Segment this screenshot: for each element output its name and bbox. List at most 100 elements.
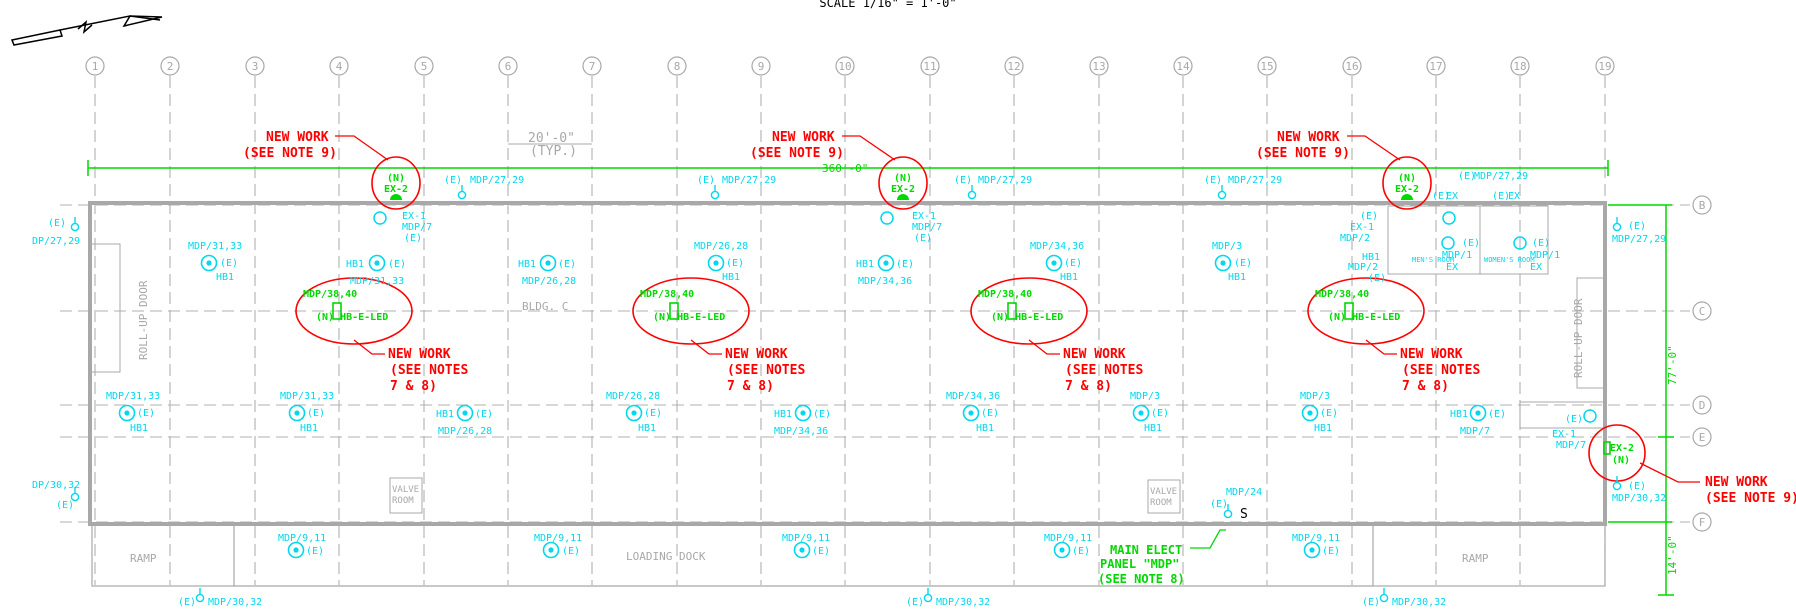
north-arrow-icon [10, 15, 163, 46]
label-mdp: MDP/34,36 [774, 426, 828, 437]
label-e: (E) [954, 175, 972, 186]
new-work-note: NEW WORK [725, 347, 788, 362]
valve-room-label-3: VALVE [1150, 487, 1177, 497]
see-note-9: (SEE NOTE 9) [750, 146, 844, 161]
label-e: (E) [48, 218, 66, 229]
label-mdp: MDP/7 [1460, 426, 1490, 437]
label-e: (E) [307, 408, 325, 419]
label-e: (E) [1532, 238, 1550, 249]
new-ex2-n: (N) [894, 173, 912, 184]
roll-up-door-labels: ROLL-UP DOOR ROLL-UP DOOR [137, 280, 1585, 378]
label-e: (E) [388, 259, 406, 270]
label-e: (E) [444, 175, 462, 186]
switch-label: S [1240, 507, 1248, 522]
svg-text:17: 17 [1429, 60, 1442, 73]
new-work-note: NEW WORK [1705, 475, 1768, 490]
label-hb1: HB1 [1450, 409, 1468, 420]
label-e: (E) [404, 233, 422, 244]
label-ex: EX [1446, 262, 1458, 273]
svg-text:8: 8 [674, 60, 681, 73]
label-e: (E) [178, 597, 196, 608]
label-e: (E) [644, 408, 662, 419]
label-mdp: MDP/1 [1530, 250, 1560, 261]
label-mdp: MDP/27,29 [470, 175, 524, 186]
ramp-label-left: RAMP [130, 552, 157, 565]
cloud-hb-e-led: (N) HB-E-LED [991, 312, 1063, 323]
label-mdp: MDP/34,36 [1030, 241, 1084, 252]
cloud-mdp-3840: MDP/38,40 [640, 289, 694, 300]
label-mdp: MDP/26,28 [606, 391, 660, 402]
svg-text:2: 2 [167, 60, 174, 73]
building-walls [88, 201, 1607, 587]
main-elect-panel-label: MAIN ELECT [1110, 543, 1182, 557]
new-ex2-label: EX-2 [891, 184, 915, 195]
overall-dimension-text: 360'-0" [822, 162, 868, 175]
label-e: (E) [1565, 414, 1583, 425]
label-e: (E) [697, 175, 715, 186]
label-hb1: HB1 [638, 423, 656, 434]
label-mdp: MDP/9,11 [1292, 533, 1340, 544]
label-e: (E) [1064, 258, 1082, 269]
label-e: (E) [1492, 191, 1510, 202]
label-ex: EX [1530, 262, 1542, 273]
label-e: (E) [1628, 481, 1646, 492]
label-ex1: EX-1 [402, 211, 426, 222]
new-work-note: NEW WORK [1063, 347, 1126, 362]
label-hb1: HB1 [346, 259, 364, 270]
label-e: (E) [1151, 408, 1169, 419]
label-e: (E) [1234, 258, 1252, 269]
label-mdp: MDP/9,11 [534, 533, 582, 544]
label-ex1: EX-1 [912, 211, 936, 222]
bay-dimension: 20'-0" [528, 131, 575, 146]
label-dp: DP/27,29 [32, 236, 80, 247]
label-hb1: HB1 [1228, 272, 1246, 283]
valve-room-label-1: VALVE [392, 485, 419, 495]
bldg-label: BLDG. C [522, 300, 568, 313]
loading-dock-label: LOADING DOCK [626, 550, 706, 563]
label-mdp: MDP/27,29 [1228, 175, 1282, 186]
label-hb1: HB1 [518, 259, 536, 270]
label-mdp: MDP/3 [1300, 391, 1330, 402]
main-elect-panel-label: (SEE NOTE 8) [1098, 572, 1185, 586]
label-hb1: HB1 [1362, 252, 1380, 263]
see-notes: (SEE NOTES [1402, 363, 1480, 378]
label-e: (E) [562, 546, 580, 557]
label-mdp: MDP/3 [1212, 241, 1242, 252]
label-mdp: MDP/24 [1226, 487, 1262, 498]
label-hb1: HB1 [216, 272, 234, 283]
label-mdp: MDP/26,28 [522, 276, 576, 287]
label-e: (E) [1462, 238, 1480, 249]
svg-text:B: B [1699, 199, 1706, 212]
label-hb1: HB1 [976, 423, 994, 434]
svg-text:ROLL-UP DOOR: ROLL-UP DOOR [1572, 298, 1585, 378]
new-ex2-label: EX-2 [384, 184, 408, 195]
svg-text:13: 13 [1092, 60, 1105, 73]
label-mdp: MDP/7 [1556, 440, 1586, 451]
see-note-9: (SEE NOTE 9) [1256, 146, 1350, 161]
overall-dimension [87, 160, 1674, 596]
label-e: (E) [1210, 499, 1228, 510]
svg-text:6: 6 [505, 60, 512, 73]
notes-7-8: 7 & 8) [1065, 379, 1112, 394]
label-e: (E) [1360, 211, 1378, 222]
revision-cloud-icon [295, 156, 1646, 482]
label-mdp: MDP/31,33 [188, 241, 242, 252]
label-e: (E) [56, 500, 74, 511]
svg-text:D: D [1699, 399, 1706, 412]
see-note-9: (SEE NOTE 9) [1705, 491, 1796, 506]
svg-text:19: 19 [1598, 60, 1611, 73]
label-mdp: MDP/2 [1340, 233, 1370, 244]
new-ex2-label: EX-2 [1395, 184, 1419, 195]
row-grid-labels: BC DE F [1699, 199, 1706, 529]
label-mdp: MDP/34,36 [946, 391, 1000, 402]
high-bay-light-icon [118, 254, 1487, 559]
column-grid-bubbles [85, 56, 1615, 76]
label-e: (E) [1322, 546, 1340, 557]
label-mdp: MDP/2 [1348, 262, 1378, 273]
label-mdp: MDP/31,33 [280, 391, 334, 402]
label-hb1: HB1 [722, 272, 740, 283]
svg-text:9: 9 [758, 60, 765, 73]
label-e: (E) [1072, 546, 1090, 557]
